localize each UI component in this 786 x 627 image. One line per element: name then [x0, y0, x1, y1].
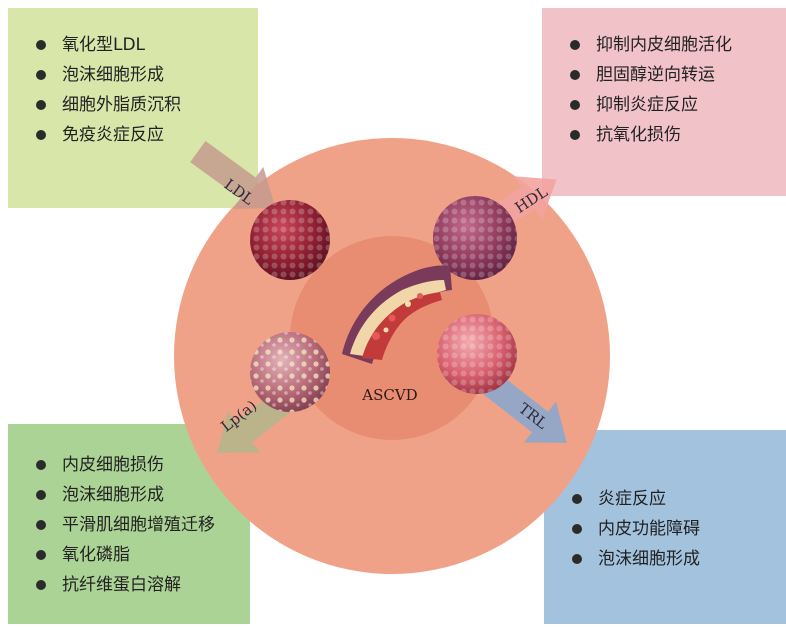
- list-item: 抑制内皮细胞活化: [568, 30, 786, 60]
- trl-particle: [437, 314, 517, 394]
- list-item: 抗纤维蛋白溶解: [34, 570, 250, 600]
- ldl-particle: [250, 200, 330, 280]
- list-item: 胆固醇逆向转运: [568, 60, 786, 90]
- list-item: 泡沫细胞形成: [570, 544, 786, 574]
- hdl-effects-box: 抑制内皮细胞活化 胆固醇逆向转运 抑制炎症反应 抗氧化损伤: [542, 8, 786, 196]
- list-item: 免疫炎症反应: [34, 120, 258, 150]
- hdl-particle: [433, 196, 517, 280]
- list-item: 抑制炎症反应: [568, 90, 786, 120]
- list-item: 平滑肌细胞增殖迁移: [34, 510, 250, 540]
- list-item: 内皮功能障碍: [570, 514, 786, 544]
- list-item: 氧化型LDL: [34, 30, 258, 60]
- trl-arrow: [483, 373, 567, 443]
- list-item: 炎症反应: [570, 484, 786, 514]
- trl-effects-box: 炎症反应 内皮功能障碍 泡沫细胞形成: [544, 430, 786, 624]
- list-item: 泡沫细胞形成: [34, 480, 250, 510]
- list-item: 抗氧化损伤: [568, 120, 786, 150]
- list-item: 氧化磷脂: [34, 540, 250, 570]
- center-label: ASCVD: [361, 386, 417, 404]
- list-item: 泡沫细胞形成: [34, 60, 258, 90]
- list-item: 内皮细胞损伤: [34, 450, 250, 480]
- artery-illustration: [342, 265, 452, 364]
- lpa-particle: [250, 332, 330, 412]
- list-item: 细胞外脂质沉积: [34, 90, 258, 120]
- ldl-effects-box: 氧化型LDL 泡沫细胞形成 细胞外脂质沉积 免疫炎症反应: [8, 8, 258, 208]
- ldl-arrow: [190, 141, 276, 210]
